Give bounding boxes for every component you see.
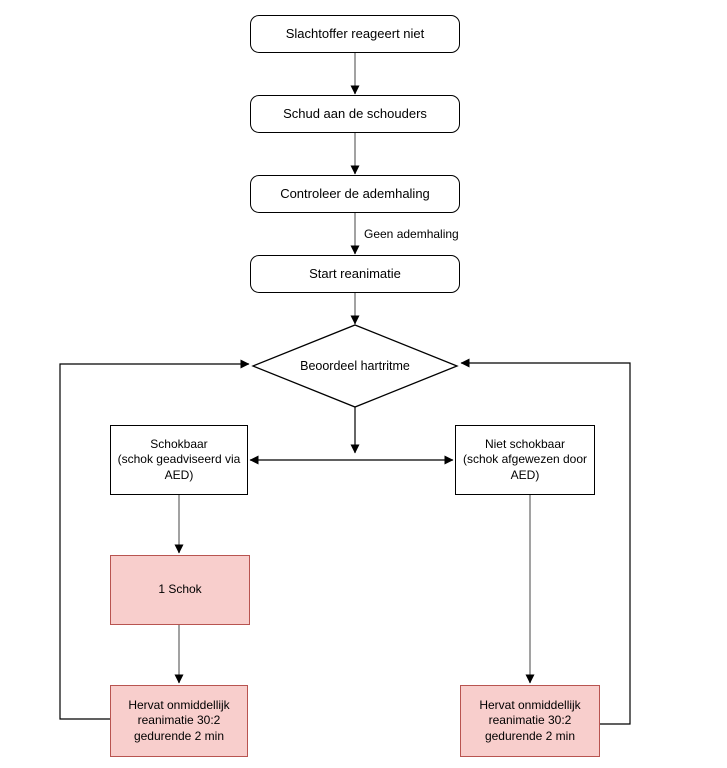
connector-loop-left-to-decision bbox=[59, 359, 250, 720]
node-start-cpr: Start reanimatie bbox=[250, 255, 460, 293]
edge-label-no-breathing: Geen ademhaling bbox=[364, 227, 459, 241]
node-one-shock: 1 Schok bbox=[110, 555, 250, 625]
node-check-breathing: Controleer de ademhaling bbox=[250, 175, 460, 213]
decision-assess-rhythm-label: Beoordeel hartritme bbox=[300, 359, 410, 373]
node-resume-cpr-left: Hervat onmiddellijk reanimatie 30:2 gedu… bbox=[110, 685, 248, 757]
node-not-shockable: Niet schokbaar (schok afgewezen door AED… bbox=[455, 425, 595, 495]
node-shake-shoulders: Schud aan de schouders bbox=[250, 95, 460, 133]
node-victim-unresponsive: Slachtoffer reageert niet bbox=[250, 15, 460, 53]
connector-loop-right-to-decision bbox=[460, 358, 631, 725]
decision-diamond-shape bbox=[251, 324, 459, 408]
node-shockable: Schokbaar (schok geadviseerd via AED) bbox=[110, 425, 248, 495]
node-resume-cpr-right: Hervat onmiddellijk reanimatie 30:2 gedu… bbox=[460, 685, 600, 757]
